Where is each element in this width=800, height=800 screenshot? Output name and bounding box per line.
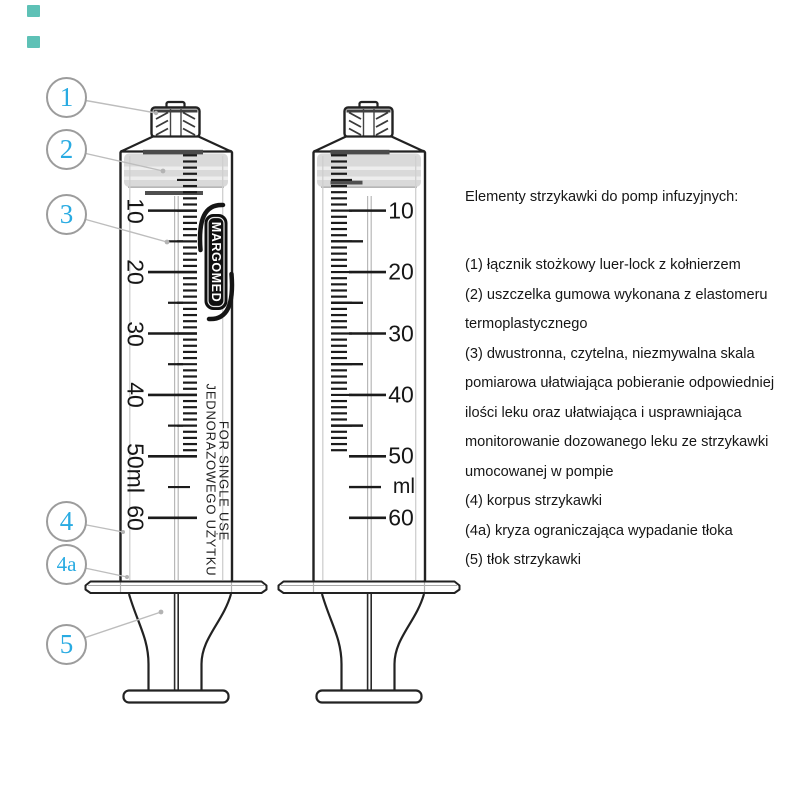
back-scale-label-50: 50 <box>388 442 414 469</box>
legend-line-1: (1) łącznik stożkowy luer-lock z kołnier… <box>465 257 741 273</box>
front-scale-label-50ml: 50ml <box>122 443 149 493</box>
legend-line-10: (4a) kryza ograniczająca wypadanie tłoka <box>465 522 733 539</box>
legend-line-4: (3) dwustronna, czytelna, niezmywalna sk… <box>465 345 755 362</box>
callout-2: 2 <box>46 129 87 170</box>
legend-lines: (1) łącznik stożkowy luer-lock z kołnier… <box>465 244 795 576</box>
callout-leader-dots <box>121 110 170 615</box>
front-shoulder <box>119 135 233 153</box>
callout-1-label: 1 <box>59 82 74 112</box>
front-scale-label-20: 20 <box>122 259 149 285</box>
front-scale-label-40: 40 <box>122 382 149 408</box>
back-flange <box>277 580 461 594</box>
legend-line-11: (5) tłok strzykawki <box>465 552 581 568</box>
legend-line-9: (4) korpus strzykawki <box>465 493 603 509</box>
syringe-back-drawing <box>277 100 461 704</box>
back-scale-label-60: 60 <box>388 504 414 531</box>
callout-3-label: 3 <box>59 199 74 229</box>
back-plunger <box>315 593 426 704</box>
front-brand-swoosh-bottom <box>206 271 235 322</box>
callout-4a-label: 4a <box>56 552 77 576</box>
back-scale-label-20: 20 <box>388 258 414 285</box>
legend-line-5: pomiarowa ułatwiająca pobieranie odpowie… <box>465 375 775 391</box>
front-scale-label-60: 60 <box>122 505 149 531</box>
back-plunger-base <box>315 689 423 704</box>
callout-4: 4 <box>46 501 87 542</box>
legend-line-2: (2) uszczelka gumowa wykonana z elastome… <box>465 286 768 303</box>
back-scale-label-10: 10 <box>388 197 414 224</box>
legend-line-3: termoplastycznego <box>465 316 588 332</box>
back-plunger-rod-through <box>367 196 372 580</box>
front-side-text-en: FOR SINGLE USE <box>216 420 232 542</box>
back-thread-hatch-right <box>375 111 389 136</box>
scale-ticks <box>148 154 386 520</box>
watermark-squares <box>27 5 40 48</box>
front-scale-label-10: 10 <box>122 198 149 224</box>
front-flange <box>84 580 268 594</box>
callout-4a: 4a <box>46 544 87 585</box>
front-plunger-rod-through <box>174 196 179 580</box>
front-plunger <box>122 593 233 704</box>
back-scale-label-40: 40 <box>388 381 414 408</box>
front-brand-logo <box>204 214 228 310</box>
front-thread-hatch-left <box>155 111 169 136</box>
back-shoulder <box>312 135 426 153</box>
syringe-front-drawing <box>84 100 268 704</box>
callout-5: 5 <box>46 624 87 665</box>
back-scale-unit-ml: ml <box>392 475 416 498</box>
front-brand-text: MARGOMED <box>209 221 223 303</box>
back-thread-hatch-left <box>348 111 362 136</box>
front-plunger-base <box>122 689 230 704</box>
front-gasket <box>124 149 228 195</box>
front-thread-hatch-right <box>182 111 196 136</box>
legend-title: Elementy strzykawki do pomp infuzyjnych: <box>465 189 739 205</box>
front-brand-swoosh-top <box>197 202 226 253</box>
legend-line-7: monitorowanie dozowanego leku ze strzyka… <box>465 434 769 450</box>
legend-line-6: ilości leku oraz ułatwiająca i usprawnia… <box>465 404 742 421</box>
callout-4-label: 4 <box>59 506 74 536</box>
front-scale-label-30: 30 <box>122 321 149 347</box>
callout-3: 3 <box>46 194 87 235</box>
callout-5-label: 5 <box>59 629 74 659</box>
legend-line-8: umocowanej w pompie <box>465 463 614 480</box>
callout-2-label: 2 <box>59 134 74 164</box>
back-scale-label-30: 30 <box>388 320 414 347</box>
callout-1: 1 <box>46 77 87 118</box>
